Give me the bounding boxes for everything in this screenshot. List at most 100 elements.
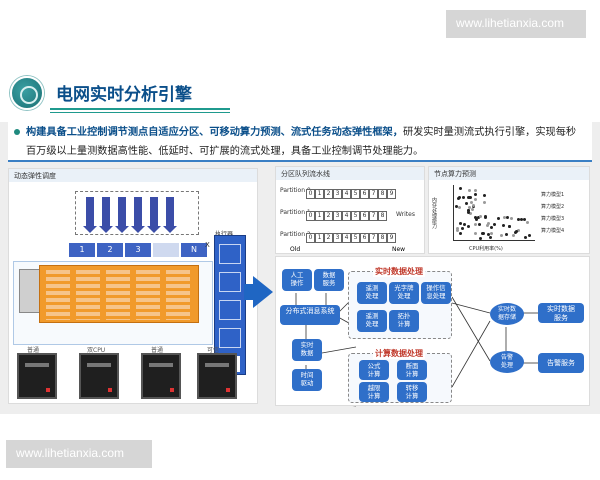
scatter-point (474, 198, 478, 202)
scatter-point (487, 221, 491, 225)
scatter-point (467, 208, 471, 212)
cell: 0 (306, 211, 315, 221)
scatter-point (492, 222, 496, 226)
scatter-point (489, 236, 493, 240)
worker-slot (219, 300, 241, 320)
partition-label: Partition 2 (280, 231, 311, 238)
node-prediction-panel: 节点算力预测 内存/处理能力 CPU利用率(%) 算力模型1 算力模型2 算力模… (428, 166, 590, 254)
scatter-point (466, 211, 470, 215)
input-manual-op: 人工 操作 (282, 269, 312, 291)
page-title: 电网实时分析引擎 (56, 85, 192, 104)
cell: 4 (342, 233, 351, 243)
scatter-point (472, 204, 476, 208)
partition-cell: N (181, 243, 207, 257)
scatter-point (459, 232, 463, 236)
server-label: 普通 (27, 347, 40, 354)
compute-grid (39, 265, 199, 323)
scatter-point (474, 222, 478, 226)
queue-arrow-icon (131, 197, 145, 233)
cell: 8 (378, 211, 387, 221)
partition-panel-title: 分区队列流水线 (276, 167, 424, 180)
scatter-point (458, 195, 462, 199)
cell: 7 (369, 233, 378, 243)
scatter-point (475, 218, 479, 222)
grid-column (46, 270, 70, 320)
flow-arrow-body (244, 284, 254, 300)
title-underline (50, 108, 230, 110)
message-bus: 分布式消息系统 (280, 305, 340, 325)
scatter-point (527, 233, 531, 237)
rt-node: 遥测 处理 (357, 282, 387, 304)
cell: 5 (351, 233, 360, 243)
old-label: Old (290, 246, 301, 253)
state-grid-logo-icon (10, 76, 44, 110)
scatter-point (461, 227, 465, 231)
model-note: 算力模型2 (541, 204, 565, 210)
cell: 1 (315, 211, 324, 221)
scatter-point (508, 225, 512, 229)
scatter-point (522, 218, 526, 222)
server-icon: 可信 (197, 347, 237, 399)
scatter-point (459, 187, 463, 191)
grid-column (166, 270, 190, 320)
scatter-point (473, 188, 477, 192)
scatter-point (482, 200, 486, 204)
cell: 3 (333, 211, 342, 221)
scatter-point (457, 206, 461, 210)
scatter-point (519, 218, 523, 221)
cell: 5 (351, 211, 360, 221)
partition-cell (153, 243, 179, 257)
scatter-point (483, 215, 487, 219)
cell: 9 (387, 189, 396, 199)
scatter-point (487, 233, 491, 237)
server-icon: 普通 (17, 347, 57, 399)
scatter-point (479, 236, 483, 240)
scatter-point (523, 236, 527, 240)
cell: 8 (378, 233, 387, 243)
scatter-point (501, 224, 505, 228)
scatter-point (505, 233, 509, 237)
cell: 2 (324, 233, 333, 243)
worker-slot (219, 244, 241, 264)
scatter-point (467, 206, 471, 210)
scatter-point (455, 204, 459, 208)
link-x-mark: X (205, 241, 210, 249)
server-label: 可信 (207, 347, 220, 354)
writes-label: Writes (396, 211, 415, 218)
grid-column (106, 270, 130, 320)
server-label: 普通 (151, 347, 164, 354)
title-bar: 电网实时分析引擎 (0, 66, 600, 122)
summary-highlight: 构建具备工业控制调节测点自适应分区、可移动算力预测、流式任务动态弹性框架， (26, 127, 403, 138)
scatter-point (474, 231, 478, 235)
scatter-point (470, 208, 474, 212)
scatter-point (486, 223, 490, 227)
scatter-point (468, 196, 472, 200)
scatter-point (502, 216, 506, 220)
model-note: 算力模型4 (541, 228, 565, 234)
cell: 3 (333, 189, 342, 199)
server-row: 普通 双CPU 普通 可信 (17, 347, 237, 403)
prediction-panel-title: 节点算力预测 (429, 167, 589, 180)
rt-node: 拓扑 计算 (389, 310, 419, 332)
scatter-plot (453, 185, 535, 241)
server-icon: 双CPU (79, 347, 119, 399)
grid-column (136, 270, 160, 320)
cell: 0 (306, 189, 315, 199)
elastic-scheduling-panel: 动态弹性调度 1 2 3 N 执行器 X X (8, 168, 258, 404)
partition-cell: 2 (97, 243, 123, 257)
queue-arrow-icon (163, 197, 177, 233)
queue-arrow-icon (99, 197, 113, 233)
partition-label: Partition 1 (280, 209, 311, 216)
cell: 2 (324, 211, 333, 221)
scatter-point (517, 229, 521, 233)
scatter-point (474, 192, 478, 196)
compute-processing-group: 计算数据处理 公式 计算 断面 计算 越限 计算 转移 计算 (348, 348, 452, 403)
queue-arrow-icon (115, 197, 129, 233)
cell: 7 (369, 211, 378, 221)
cell: 3 (333, 233, 342, 243)
realtime-data: 实时 数据 (292, 339, 322, 361)
scatter-point (461, 196, 465, 200)
scatter-point (476, 216, 480, 220)
